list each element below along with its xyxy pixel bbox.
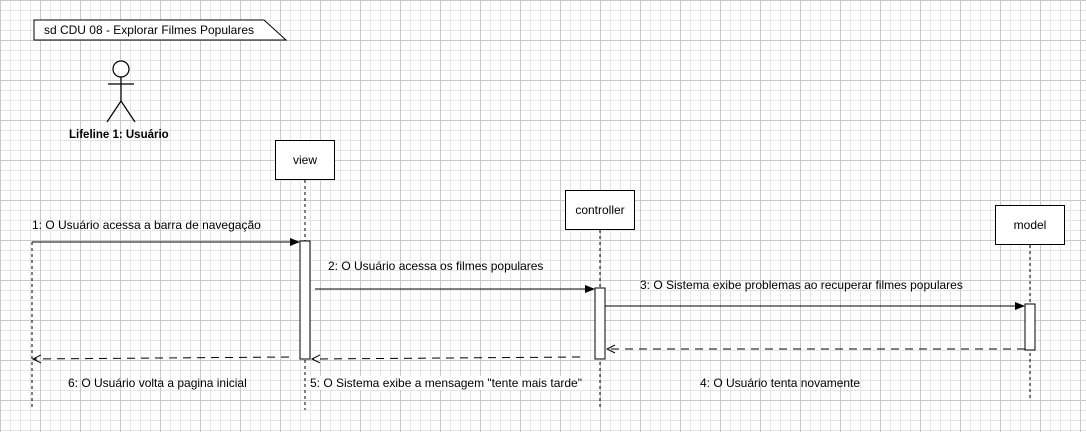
controller-activation [594, 287, 606, 360]
message-5-label: 5: O Sistema exibe a mensagem "tente mai… [310, 376, 582, 390]
frame-tab [33, 19, 288, 41]
actor-label: Lifeline 1: Usuário [69, 129, 169, 141]
message-1-label: 1: O Usuário acessa a barra de navegação [32, 218, 261, 232]
model-activation [1024, 303, 1036, 351]
message-5-arrow [312, 357, 581, 359]
lifeline-controller-head[interactable]: controller [565, 190, 635, 230]
message-3-label: 3: O Sistema exibe problemas ao recupera… [640, 278, 963, 292]
message-6-arrow [33, 357, 290, 359]
lifeline-view-head[interactable]: view [275, 140, 335, 180]
actor-figure [106, 60, 136, 123]
frame-title: sd CDU 08 - Explorar Filmes Populares [43, 23, 255, 37]
message-2-label: 2: O Usuário acessa os filmes populares [328, 259, 544, 273]
view-activation [299, 240, 311, 360]
message-4-label: 4: O Usuário tenta novamente [700, 376, 861, 390]
message-6-label: 6: O Usuário volta a pagina inicial [68, 376, 247, 390]
lifeline-model-head[interactable]: model [995, 205, 1065, 245]
